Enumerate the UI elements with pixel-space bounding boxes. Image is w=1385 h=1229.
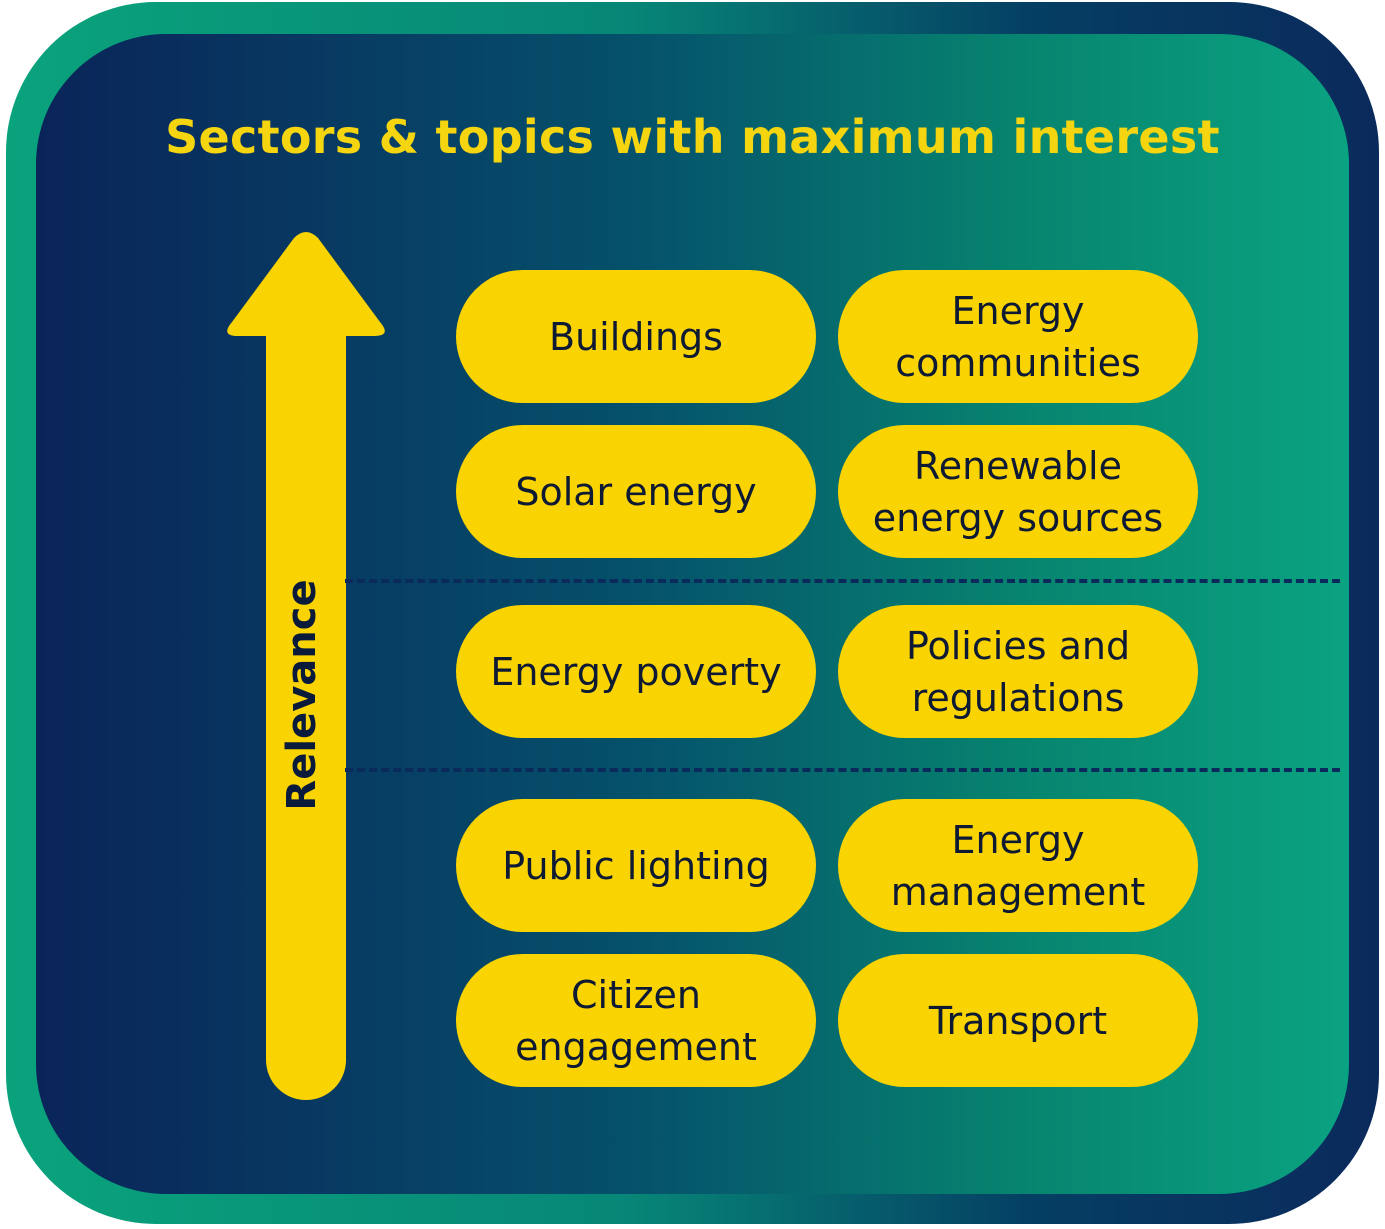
topic-buildings: Buildings <box>456 270 816 403</box>
tier-divider-2 <box>345 768 1340 772</box>
topic-renewable-energy-sources: Renewable energy sources <box>838 425 1198 558</box>
topic-citizen-engagement: Citizen engagement <box>456 954 816 1087</box>
topic-solar-energy: Solar energy <box>456 425 816 558</box>
tier-divider-1 <box>345 579 1340 583</box>
topic-energy-poverty: Energy poverty <box>456 605 816 738</box>
arrow-shape <box>227 232 385 1100</box>
axis-label-relevance: Relevance <box>279 579 325 811</box>
diagram-title: Sectors & topics with maximum interest <box>165 110 1220 164</box>
topic-energy-communities: Energy communities <box>838 270 1198 403</box>
topic-energy-management: Energy management <box>838 799 1198 932</box>
topic-transport: Transport <box>838 954 1198 1087</box>
topic-public-lighting: Public lighting <box>456 799 816 932</box>
topic-policies-and-regulations: Policies and regulations <box>838 605 1198 738</box>
